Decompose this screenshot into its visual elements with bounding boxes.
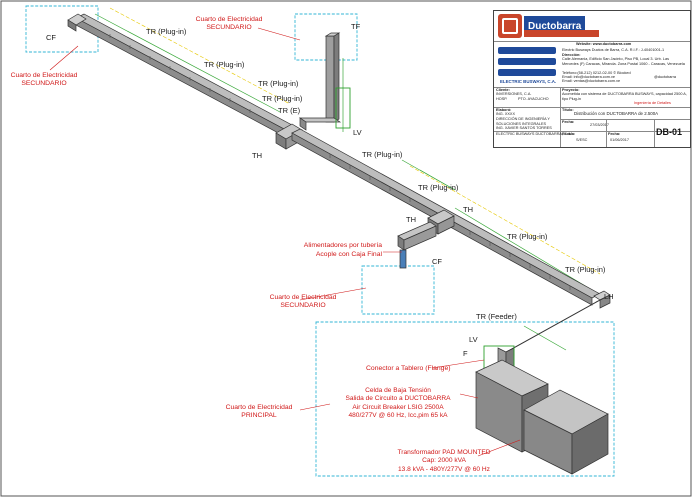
label-tf: TF (351, 22, 361, 31)
label-lv-top: LV (353, 128, 362, 137)
eb-name: ELECTRIC BUSWAYS, C.A. (500, 79, 557, 84)
label-th-2: TH (406, 215, 416, 224)
label-cf-mid: CF (432, 257, 442, 266)
label-cuarto-secundario-mid: Cuarto de Electricidad SECUNDARIO (269, 294, 337, 309)
electric-busways-logo-icon (498, 45, 556, 79)
label-conector: Conector a Tablero (Flange) (366, 365, 451, 372)
label-f: F (463, 349, 468, 358)
label-cuarto-secundario-top: Cuarto de Electricidad SECUNDARIO (195, 16, 263, 31)
label-tr-plugin-2: TR (Plug-in) (204, 60, 245, 69)
room-principal (315, 321, 615, 477)
leader-lines (49, 27, 521, 457)
proyecto-value: Acometida con sistema de DUCTOBARRA BUSW… (562, 92, 687, 101)
website-text: Website: www.ductobarra.com (576, 42, 632, 46)
transformer-side (571, 413, 609, 475)
logo-text: Ductobarra (528, 21, 582, 32)
label-tr-e: TR (E) (278, 106, 301, 115)
escala-value: S/ESC (576, 138, 588, 142)
dpto-value: Ingeniería de Detalles (634, 101, 671, 105)
label-cuarto-principal: Cuarto de Electricidad PRINCIPAL (225, 404, 293, 419)
title-block: Ductobarra CONDUCTORES ELÉCTRICOS Websit… (493, 10, 691, 148)
label-alimentadores: Alimentadores por tubería Acople con Caj… (303, 242, 382, 258)
label-tr-plugin-5: TR (Plug-in) (362, 150, 403, 159)
phone-text: Teléfono:(58-212) 0212-02-00 © Blocked (562, 71, 631, 75)
titulo-value: Distribución con DUCTOBARRA de 2.500A (574, 111, 659, 116)
company-text: Electric Busways Ductos de Barra, C.A. R… (562, 48, 665, 52)
email2-text: Email: ventas@ductobarra.com.ve (562, 79, 621, 83)
label-tr-plugin-4: TR (Plug-in) (262, 94, 303, 103)
label-th-3: TH (463, 205, 473, 214)
label-celda-baja-tension: Celda de Baja Tensión Salida de Circuito… (345, 387, 451, 420)
cliente-value: INVERSIONES, C.A. (496, 92, 532, 96)
label-transformador: Transformador PAD MOUNTED Cap: 2000 kVA … (397, 449, 491, 473)
fecha-value: 27/03/2017 (590, 123, 610, 127)
room-secundario-mid (361, 265, 435, 315)
plug-in-units (109, 34, 571, 290)
equipment (475, 359, 609, 475)
label-tr-plugin-8: TR (Plug-in) (565, 265, 606, 274)
label-tr-feeder: TR (Feeder) (476, 312, 517, 321)
label-lh: LH (604, 292, 614, 301)
label-cuarto-secundario-left: Cuarto de Electricidad SECUNDARIO (10, 72, 78, 87)
label-tr-plugin-3: TR (Plug-in) (258, 79, 299, 88)
busway-run (67, 13, 611, 373)
email-text: Email: info@ductobarra.com.ve (562, 75, 616, 79)
address-text: Calle Alemania, Edificio San Jacinto, Pi… (562, 57, 685, 66)
label-lv-bottom: LV (469, 335, 478, 344)
label-th-1: TH (252, 151, 262, 160)
plano-number: DB-01 (656, 127, 683, 137)
label-tr-plugin-7: TR (Plug-in) (507, 232, 548, 241)
label-tr-plugin-6: TR (Plug-in) (418, 183, 459, 192)
label-tr-plugin-1: TR (Plug-in) (146, 27, 187, 36)
label-cf-top: CF (46, 33, 56, 42)
social-handle: @ductobarra (654, 75, 677, 79)
